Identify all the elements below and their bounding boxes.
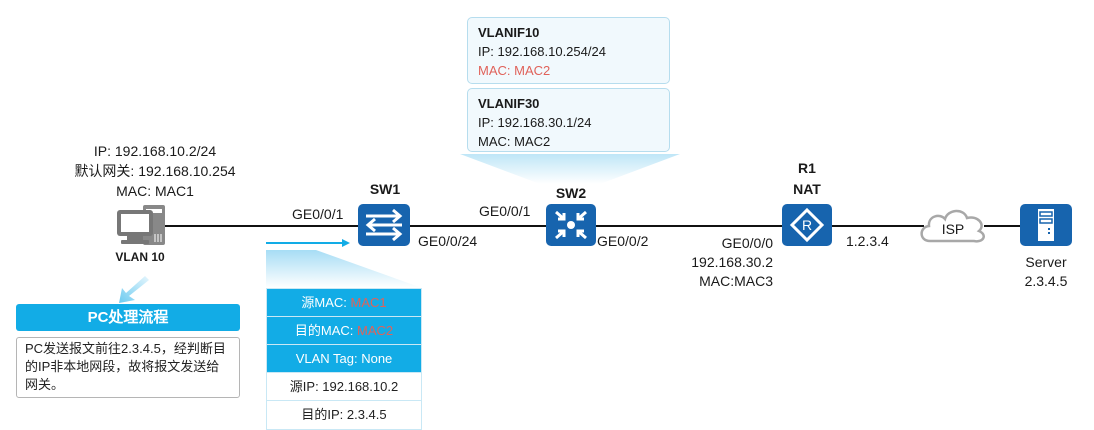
packet-table: 源MAC: MAC1 目的MAC: MAC2 VLAN Tag: None 源I… [266, 288, 422, 430]
packet-row-vlan-tag: VLAN Tag: None [267, 345, 421, 373]
arrow-down-left-icon [115, 276, 149, 304]
r1-port: GE0/0/0 [721, 235, 773, 251]
packet-row-dst-mac: 目的MAC: MAC2 [267, 317, 421, 345]
pc-icon[interactable] [115, 204, 167, 246]
server-name: Server [1025, 254, 1067, 270]
link-pc-sw1 [164, 225, 360, 227]
sw1-name: SW1 [369, 181, 401, 197]
vlanif10-title: VLANIF10 [478, 25, 540, 40]
r1-role: NAT [793, 181, 821, 197]
vlanif30-mac: MAC: MAC2 [478, 134, 551, 149]
r1-router-icon[interactable]: R [782, 204, 832, 246]
sw2-name: SW2 [555, 185, 587, 201]
isp-label: ISP [941, 221, 965, 237]
vlanif30-ip: IP: 192.168.30.1/24 [478, 115, 592, 130]
server-ip: 2.3.4.5 [1024, 273, 1068, 289]
vlanif30-title: VLANIF30 [478, 96, 540, 111]
server-icon[interactable] [1020, 204, 1072, 246]
sw1-port-right: GE0/0/24 [418, 233, 478, 249]
r1-name: R1 [798, 160, 816, 176]
flow-arrow-icon [266, 234, 350, 247]
packet-funnel [266, 250, 422, 288]
pc-process-description: PC发送报文前往2.3.4.5，经判断目的IP非本地网段，故将报文发送给网关。 [16, 337, 240, 398]
link-isp-server [984, 225, 1020, 227]
pc-gateway-label: 默认网关: 192.168.10.254 [74, 163, 236, 179]
vlanif10-card: VLANIF10 IP: 192.168.10.254/24 MAC: MAC2 [467, 17, 670, 84]
pc-process-title-text: PC处理流程 [87, 309, 169, 326]
pc-process-title: PC处理流程 [16, 304, 240, 331]
vlanif10-ip: IP: 192.168.10.254/24 [478, 44, 606, 59]
sw2-l3-switch-icon[interactable] [546, 204, 596, 246]
sw1-switch-icon[interactable] [358, 204, 410, 246]
pc-vlan-label: VLAN 10 [115, 250, 165, 264]
sw1-port-left: GE0/0/1 [292, 206, 344, 222]
link-sw1-sw2 [410, 225, 546, 227]
packet-row-dst-ip: 目的IP: 2.3.4.5 [267, 401, 421, 429]
sw2-port-right: GE0/0/2 [597, 233, 649, 249]
link-sw2-r1 [596, 225, 782, 227]
sw2-port-left: GE0/0/1 [479, 203, 531, 219]
r1-public-ip: 1.2.3.4 [846, 233, 889, 249]
r1-ip: 192.168.30.2 [691, 254, 773, 270]
svg-text:R: R [802, 217, 812, 233]
packet-row-src-ip: 源IP: 192.168.10.2 [267, 373, 421, 401]
isp-cloud-icon[interactable] [916, 203, 990, 247]
sw2-callout-funnel [460, 154, 680, 184]
link-r1-isp [832, 225, 924, 227]
pc-mac-label: MAC: MAC1 [116, 183, 194, 199]
vlanif30-card: VLANIF30 IP: 192.168.30.1/24 MAC: MAC2 [467, 88, 670, 152]
packet-row-src-mac: 源MAC: MAC1 [267, 289, 421, 317]
vlanif10-mac: MAC: MAC2 [478, 63, 551, 78]
pc-ip-label: IP: 192.168.10.2/24 [93, 143, 217, 159]
r1-mac: MAC:MAC3 [699, 273, 773, 289]
